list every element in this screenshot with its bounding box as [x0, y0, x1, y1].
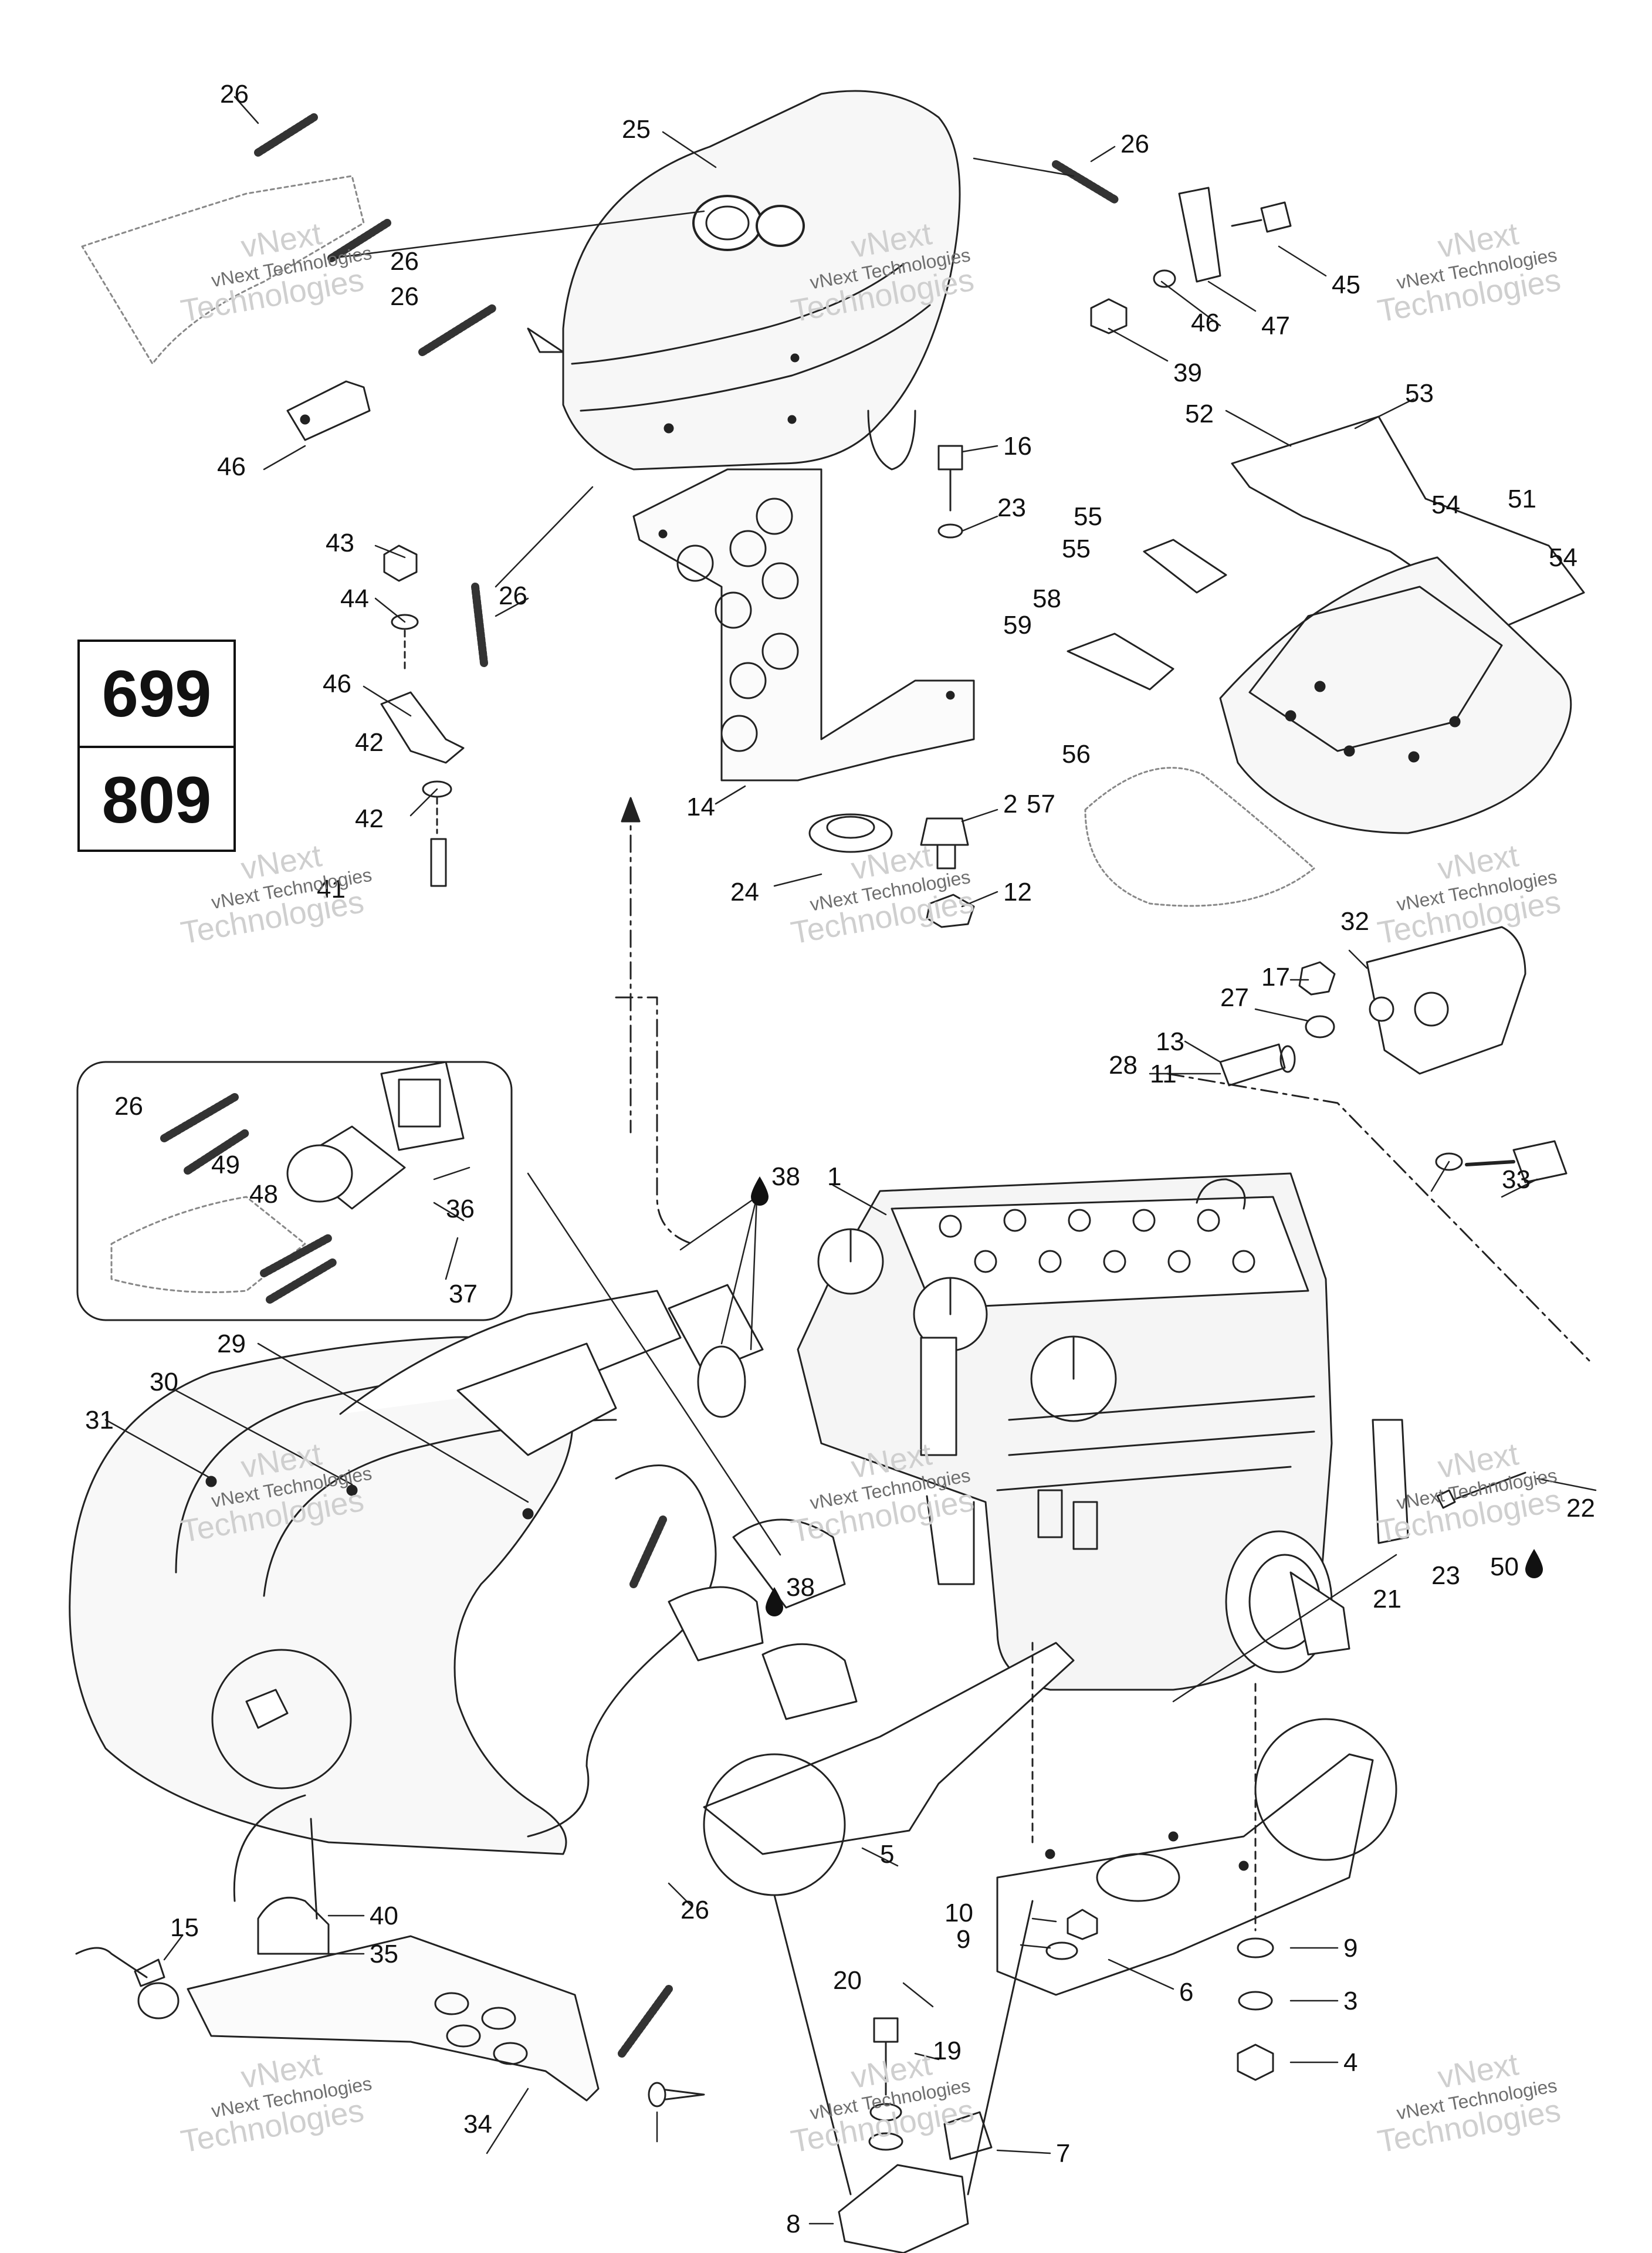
callout: 55 — [1062, 535, 1091, 563]
rubber-damper — [920, 817, 969, 846]
exhaust-system — [69, 1284, 858, 1902]
callout: 47 — [1261, 312, 1290, 340]
callout: 6 — [1179, 1978, 1193, 2007]
callout: 53 — [1405, 379, 1434, 408]
callout: 26 — [220, 80, 249, 109]
callout: 28 — [1109, 1051, 1138, 1080]
callout: 30 — [150, 1368, 178, 1396]
engine — [797, 1172, 1350, 1691]
callout: 26 — [390, 282, 419, 311]
callout: 26 — [1120, 130, 1149, 158]
callout: 14 — [686, 793, 715, 821]
callout: 57 — [1027, 790, 1055, 818]
callout: 29 — [217, 1330, 246, 1358]
callout: 23 — [997, 493, 1026, 522]
leader-lines — [104, 96, 1597, 2225]
callout: 19 — [933, 2037, 962, 2065]
drop-icon — [751, 1176, 769, 1206]
callout: 49 — [211, 1151, 240, 1179]
callout: 17 — [1261, 963, 1290, 992]
callout: 10 — [945, 1899, 973, 1927]
callout: 36 — [446, 1195, 475, 1223]
callout: 48 — [249, 1180, 278, 1209]
callout: 16 — [1003, 432, 1032, 461]
callout: 12 — [1003, 878, 1032, 906]
callout: 55 — [1074, 502, 1102, 531]
support-bracket — [632, 468, 975, 782]
callout: 46 — [217, 452, 246, 481]
callout: 9 — [956, 1925, 970, 1954]
callout: 38 — [786, 1573, 815, 1602]
callout: 33 — [1502, 1165, 1531, 1194]
callout: 15 — [170, 1913, 199, 1942]
drop-icon — [766, 1587, 783, 1616]
callout: 41 — [317, 875, 346, 904]
callout: 26 — [499, 581, 527, 610]
callout: 42 — [355, 804, 384, 833]
callout: 8 — [786, 2210, 800, 2238]
callout: 38 — [771, 1162, 800, 1191]
callout: 44 — [340, 584, 369, 613]
callout: 45 — [1332, 270, 1360, 299]
callout: 34 — [463, 2110, 492, 2139]
engine-bracket-6 — [996, 1753, 1374, 1996]
callout-labels: 1 2 3 4 5 6 7 8 9 9 10 11 12 13 14 15 16… — [85, 80, 1595, 2238]
callout: 4 — [1343, 2048, 1358, 2077]
callout: 56 — [1062, 740, 1091, 769]
callout: 26 — [390, 247, 419, 276]
callout: 26 — [681, 1896, 709, 1924]
callout: 11 — [1150, 1060, 1177, 1088]
callout: 31 — [85, 1406, 114, 1435]
callout: 54 — [1431, 490, 1460, 519]
drop-icons — [751, 1176, 1543, 1616]
callout: 7 — [1056, 2139, 1070, 2168]
callout: 52 — [1185, 400, 1214, 428]
callout: 40 — [370, 1902, 398, 1930]
callout: 1 — [827, 1162, 841, 1191]
air-silencer — [527, 90, 961, 471]
callout: 35 — [370, 1940, 398, 1968]
callout: 27 — [1220, 983, 1249, 1012]
callout: 37 — [449, 1280, 478, 1308]
callout: 46 — [1191, 309, 1220, 337]
callout: 5 — [880, 1840, 894, 1869]
callout: 50 — [1490, 1552, 1519, 1581]
exhaust-springs — [254, 113, 1119, 2058]
model-number-box: 699 809 — [77, 640, 236, 852]
callout: 46 — [323, 669, 351, 698]
callout: 39 — [1173, 358, 1202, 387]
air-box-tray — [1067, 415, 1585, 907]
callout: 51 — [1508, 485, 1536, 513]
callout: 58 — [1032, 584, 1061, 613]
callout: 22 — [1566, 1494, 1595, 1523]
callout: 32 — [1340, 907, 1369, 936]
rubber-grommet — [808, 813, 893, 853]
callout: 9 — [1343, 1934, 1358, 1963]
drop-icon — [1525, 1549, 1543, 1578]
callout: 20 — [833, 1966, 862, 1995]
callout: 59 — [1003, 611, 1032, 640]
model-number-809: 809 — [80, 746, 233, 852]
callout: 3 — [1343, 1987, 1358, 2015]
callout: 13 — [1156, 1027, 1184, 1056]
callout: 21 — [1373, 1585, 1402, 1613]
callout: 24 — [730, 878, 759, 906]
callout: 43 — [326, 529, 354, 557]
engine-bracket-5 — [703, 1642, 1075, 1855]
callout: 42 — [355, 728, 384, 757]
callout: 2 — [1003, 790, 1017, 818]
callout: 23 — [1431, 1561, 1460, 1590]
model-number-699: 699 — [101, 657, 212, 730]
callout: 54 — [1549, 543, 1577, 572]
callout: 26 — [114, 1092, 143, 1121]
callout: 25 — [622, 115, 651, 144]
